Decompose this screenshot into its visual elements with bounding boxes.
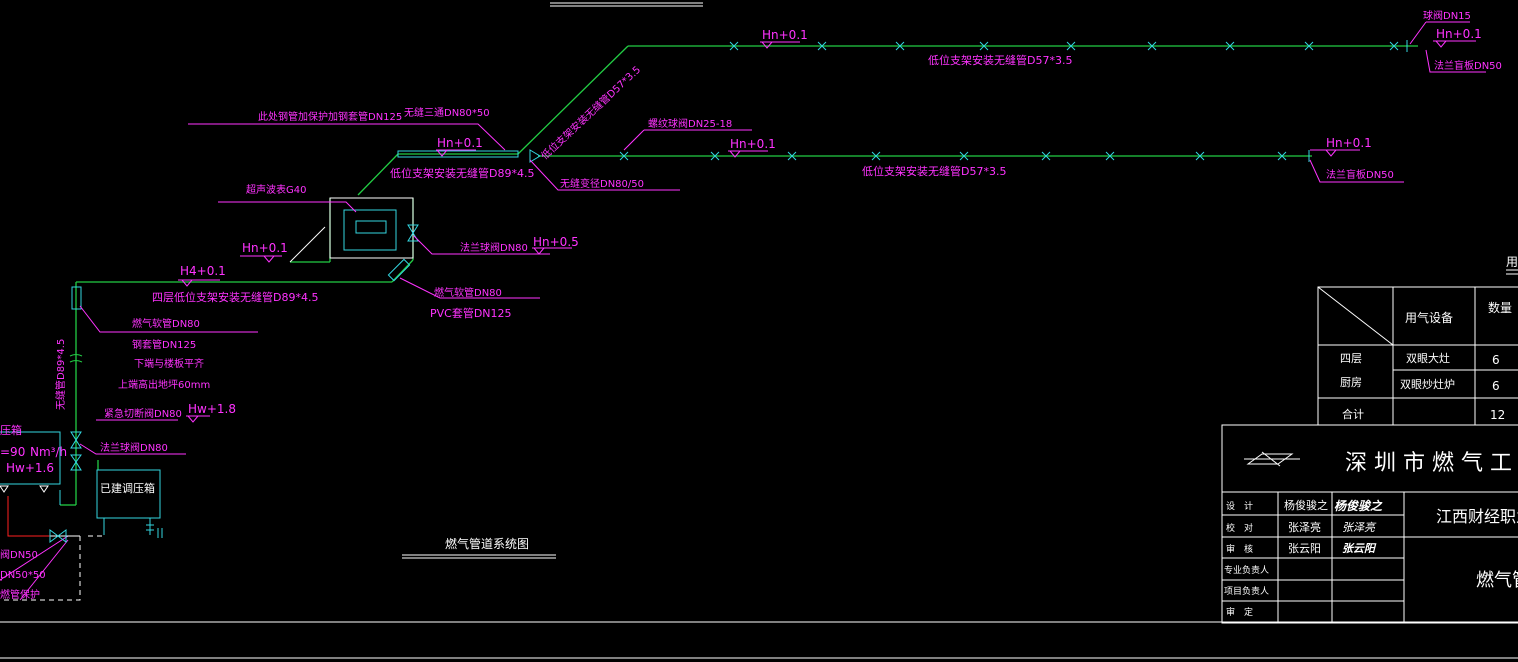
table-header-qty: 数量 — [1488, 300, 1512, 315]
signature: 杨俊骏之 — [1334, 499, 1383, 513]
note-1: 下端与楼板平齐 — [134, 357, 204, 370]
flange-valve-2-label: 法兰球阀DN80 — [100, 441, 168, 454]
table-row-qty: 6 — [1492, 379, 1500, 393]
red-pipe — [7, 496, 50, 537]
valve-icon — [70, 461, 82, 471]
role-label: 专业负责人 — [1224, 564, 1269, 576]
role-label: 设 计 — [1226, 500, 1253, 512]
valve-icon — [70, 431, 82, 441]
steel-sleeve-label: 钢套管DN125 — [132, 338, 196, 351]
table-header-equipment: 用气设备 — [1405, 310, 1453, 325]
elev-label: Hn+0.1 — [730, 137, 776, 151]
role-label: 审 定 — [1226, 606, 1253, 618]
table-row-name: 双眼炒灶炉 — [1400, 378, 1455, 391]
left-top-label: 压箱 — [0, 423, 22, 437]
bellows-icon — [387, 258, 411, 282]
table-total-qty: 12 — [1490, 408, 1505, 422]
table-row-label-2: 厨房 — [1340, 376, 1362, 389]
elev-label: H4+0.1 — [180, 264, 226, 278]
valve-icon — [70, 439, 82, 449]
upper-pipe-label: 低位支架安装无缝管D57*3.5 — [928, 53, 1072, 67]
meter-label: 超声波表G40 — [246, 183, 306, 196]
company-logo-icon — [1244, 451, 1300, 467]
break-icon — [69, 354, 83, 363]
bellows-left-label: 燃气软管DN80 — [132, 317, 200, 330]
left-prefix-label: =90 — [0, 445, 25, 459]
table-row-name: 双眼大灶 — [1406, 351, 1450, 365]
left-regulator-box — [0, 431, 61, 485]
floor4-pipe-label: 四层低位支架安装无缝管D89*4.5 — [152, 290, 318, 304]
school-name: 江西财经职业 — [1436, 507, 1518, 526]
person-name: 杨俊骏之 — [1284, 498, 1328, 512]
steel-sleeve — [397, 150, 519, 158]
left-unit-label: Nm³/h — [30, 445, 67, 459]
reducer-icon — [529, 149, 541, 163]
elevation-flags — [181, 40, 1447, 423]
company-name: 深 圳 市 燃 气 工 — [1345, 451, 1512, 476]
left-label-2: DN50*50 — [0, 570, 46, 581]
table-row-label-1: 四层 — [1340, 352, 1362, 365]
left-label-1: 阀DN50 — [0, 548, 38, 561]
table-total-label: 合计 — [1342, 407, 1364, 421]
bellows-top-label: 燃气软管DN80 — [434, 286, 502, 299]
blind-mid-label: 法兰盲板DN50 — [1326, 168, 1394, 181]
upper-valves — [729, 40, 1408, 52]
person-name: 张泽亮 — [1288, 520, 1321, 534]
elev-label: Hn+0.1 — [762, 28, 808, 42]
lower-pipe-label: 低位支架安装无缝管D57*3.5 — [862, 164, 1006, 178]
title-block — [1221, 424, 1518, 624]
reducer-label: 无缝变径DN80/50 — [560, 177, 644, 190]
leader-lines — [0, 21, 1486, 601]
emergency-valve-label: 紧急切断阀DN80 — [104, 407, 182, 420]
vertical-pipe-label: 无缝管D89*4.5 — [54, 339, 67, 410]
drawing-name: 燃气管 — [1476, 570, 1518, 591]
elev-label: Hw+1.8 — [188, 402, 236, 416]
signature: 张云阳 — [1342, 542, 1377, 555]
signature: 张泽亮 — [1342, 521, 1377, 534]
elev-label: Hn+0.1 — [242, 241, 288, 255]
pvc-sleeve-label: PVC套管DN125 — [430, 306, 512, 320]
pipe-network — [60, 45, 1418, 506]
lower-valves — [619, 150, 1310, 162]
role-label: 项目负责人 — [1224, 585, 1269, 597]
meter-display — [355, 220, 387, 234]
left-label-3: 燃管保护 — [0, 588, 40, 601]
elev-label: Hn+0.1 — [437, 136, 483, 150]
table-top-cut: 用 — [1506, 255, 1518, 269]
labels: 球阀DN15 Hn+0.1 法兰盲板DN50 Hn+0.1 低位支架安装无缝管D… — [0, 9, 1518, 618]
elev-label: Hn+0.1 — [1436, 27, 1482, 41]
person-name: 张云阳 — [1288, 542, 1321, 555]
elev-label: Hn+0.1 — [1326, 136, 1372, 150]
elev-label: Hn+0.5 — [533, 235, 579, 249]
sleeve-top-label: 此处钢管加保护加钢套管DN125 — [258, 110, 402, 123]
valve-icon — [70, 454, 82, 463]
role-label: 校 对 — [1226, 522, 1253, 534]
ultrasonic-meter — [343, 209, 397, 251]
blind-top-label: 法兰盲板DN50 — [1434, 59, 1502, 72]
tee-label: 无缝三通DN80*50 — [404, 106, 490, 119]
meter-box — [329, 197, 414, 259]
equipment-table — [1317, 269, 1518, 426]
regulator-box — [96, 469, 161, 519]
regulator-label: 已建调压箱 — [100, 481, 155, 495]
valve-dn25-label: 螺纹球阀DN25-18 — [648, 117, 732, 130]
bellows-icon — [71, 286, 82, 310]
main-pipe-label: 低位支架安装无缝管D89*4.5 — [390, 166, 534, 180]
role-label: 审 核 — [1226, 543, 1253, 555]
ball-valve-top-label: 球阀DN15 — [1423, 9, 1471, 22]
table-row-qty: 6 — [1492, 353, 1500, 367]
flange-valve-label: 法兰球阀DN80 — [460, 241, 528, 254]
page-title: 燃气管道系统图 — [445, 536, 529, 551]
elev-label: Hw+1.6 — [6, 461, 54, 475]
note-2: 上端高出地坪60mm — [118, 378, 210, 391]
valve-icon — [407, 224, 419, 234]
